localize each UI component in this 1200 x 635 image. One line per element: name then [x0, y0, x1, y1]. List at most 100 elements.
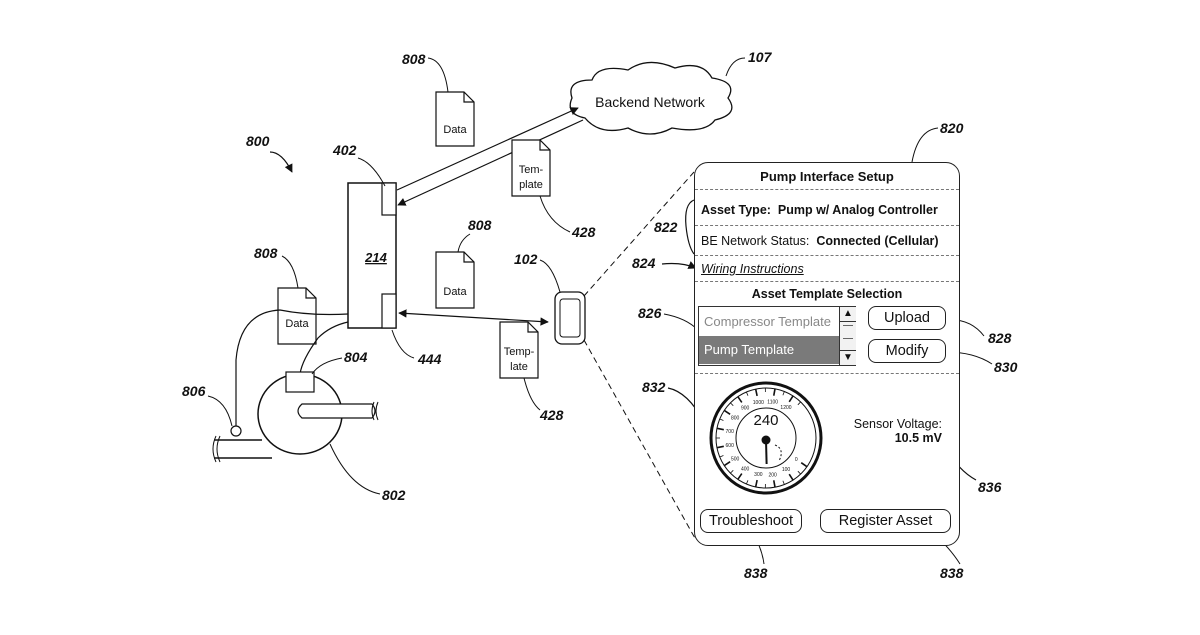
- data-document-middle-label: Data: [443, 286, 467, 298]
- gateway-local-port: [382, 294, 396, 328]
- register-ref-label: 838: [940, 565, 964, 581]
- sensor-voltage: Sensor Voltage: 10.5 mV: [845, 417, 942, 445]
- zoom-line-bottom: [584, 340, 696, 540]
- local-port-ref-leader: [392, 330, 414, 358]
- panel-ref-label: 820: [940, 120, 964, 136]
- data-document-left-label: Data: [285, 318, 309, 330]
- voltage-ref-label: 836: [978, 479, 1002, 495]
- modify-ref-label: 830: [994, 359, 1018, 375]
- divider: [695, 255, 959, 256]
- gauge-value: 240: [753, 412, 778, 429]
- divider: [695, 281, 959, 282]
- upload-ref-label: 828: [988, 330, 1012, 346]
- status-bracket: [686, 200, 694, 254]
- troubleshoot-ref-label: 838: [744, 565, 768, 581]
- gauge-hub: [762, 436, 771, 445]
- template-option[interactable]: Compressor Template: [699, 308, 839, 336]
- zoom-line-top: [584, 172, 694, 296]
- gauge-tick-label: 1000: [753, 400, 764, 406]
- pump-shaft-break-2: [376, 402, 378, 420]
- template-document-top-line1: Tem-: [519, 164, 544, 176]
- wiring-ref-arrow: [662, 264, 696, 269]
- status-ref-label: 822: [654, 219, 678, 235]
- local-port-ref-label: 444: [417, 351, 442, 367]
- template-ref-label-top: 428: [571, 224, 596, 240]
- gauge-tick-label: 1200: [780, 405, 791, 411]
- gauge-tick-label: 100: [782, 467, 791, 473]
- template-document-bottom: Temp- late: [500, 322, 538, 378]
- gauge-tick-label: 900: [741, 405, 750, 411]
- pump-interface-panel: Pump Interface Setup Asset Type: Pump w/…: [694, 162, 960, 546]
- pump-controller: [286, 372, 314, 392]
- data-document-left: Data: [278, 288, 316, 344]
- wiring-instructions-link[interactable]: Wiring Instructions: [701, 262, 804, 276]
- asset-type-value: Pump w/ Analog Controller: [778, 203, 938, 217]
- data-ref-label-left: 808: [254, 245, 278, 261]
- network-status-label: BE Network Status:: [701, 234, 809, 248]
- list-ref-leader: [664, 314, 698, 330]
- data-ref-leader-middle: [458, 234, 470, 252]
- figure-ref-label: 800: [246, 133, 270, 149]
- scroll-up-icon[interactable]: ▲: [840, 307, 856, 322]
- upload-button[interactable]: Upload: [868, 306, 946, 330]
- asset-type-label: Asset Type:: [701, 203, 771, 217]
- device-ref-leader: [540, 260, 560, 292]
- data-ref-label-middle: 808: [468, 217, 492, 233]
- list-ref-label: 826: [638, 305, 662, 321]
- backend-ref-label: 107: [748, 49, 773, 65]
- gauge-tick-label: 400: [741, 467, 750, 473]
- sensor-ref-label: 806: [182, 383, 206, 399]
- controller-ref-leader: [312, 358, 342, 374]
- upload-arrow: [397, 108, 578, 190]
- sensor-voltage-value: 10.5 mV: [845, 431, 942, 445]
- pump-shaft: [298, 404, 375, 418]
- gauge-tick-label: 500: [731, 456, 740, 462]
- network-status-row: BE Network Status: Connected (Cellular): [701, 234, 939, 248]
- gauge-tick-label: 700: [726, 429, 735, 435]
- template-ref-label-bottom: 428: [539, 407, 564, 423]
- gauge-tick-label: 0: [795, 457, 798, 463]
- template-ref-leader-top: [540, 196, 570, 232]
- pump-ref-label: 802: [382, 487, 406, 503]
- register-asset-button[interactable]: Register Asset: [820, 509, 951, 533]
- sensor-ref-leader: [208, 396, 232, 426]
- template-document-top: Tem- plate: [512, 140, 550, 196]
- gauge-tick-label: 800: [731, 416, 740, 422]
- pressure-gauge: 0100200300400500600700800900100011001200…: [707, 379, 825, 497]
- template-section-heading: Asset Template Selection: [695, 287, 959, 301]
- data-ref-leader-top: [428, 58, 448, 92]
- device-ref-label: 102: [514, 251, 538, 267]
- download-arrow: [398, 120, 583, 205]
- data-document-middle: Data: [436, 252, 474, 308]
- template-document-bottom-line1: Temp-: [504, 346, 535, 358]
- backend-ref-leader: [726, 58, 745, 76]
- mobile-device-screen: [560, 299, 580, 337]
- gauge-tick-label: 600: [726, 443, 735, 449]
- data-ref-leader-left: [282, 256, 298, 288]
- scroll-thumb[interactable]: [843, 325, 853, 339]
- template-option-selected[interactable]: Pump Template: [699, 336, 839, 364]
- gateway-network-port: [382, 183, 396, 215]
- template-list[interactable]: Compressor Template Pump Template ▲ ▼: [698, 306, 856, 366]
- gateway-port-ref-leader: [358, 158, 385, 186]
- gateway-label: 214: [364, 250, 387, 265]
- pressure-sensor: [231, 426, 241, 436]
- modify-button[interactable]: Modify: [868, 339, 946, 363]
- gateway-port-ref-label: 402: [332, 142, 357, 158]
- troubleshoot-button[interactable]: Troubleshoot: [700, 509, 802, 533]
- data-ref-label-top: 808: [402, 51, 426, 67]
- device-link-arrow: [399, 313, 548, 322]
- pump-ref-leader: [330, 444, 380, 494]
- template-list-scrollbar[interactable]: ▲ ▼: [839, 307, 856, 365]
- controller-ref-label: 804: [344, 349, 368, 365]
- template-document-top-line2: plate: [519, 179, 543, 191]
- divider: [695, 373, 959, 374]
- wiring-ref-label: 824: [632, 255, 656, 271]
- panel-title: Pump Interface Setup: [695, 169, 959, 184]
- sensor-voltage-label: Sensor Voltage:: [845, 417, 942, 431]
- scroll-down-icon[interactable]: ▼: [840, 350, 856, 365]
- asset-type-row: Asset Type: Pump w/ Analog Controller: [701, 203, 938, 217]
- figure-ref-arrow: [270, 152, 292, 172]
- gauge-tick-label: 1100: [767, 400, 778, 406]
